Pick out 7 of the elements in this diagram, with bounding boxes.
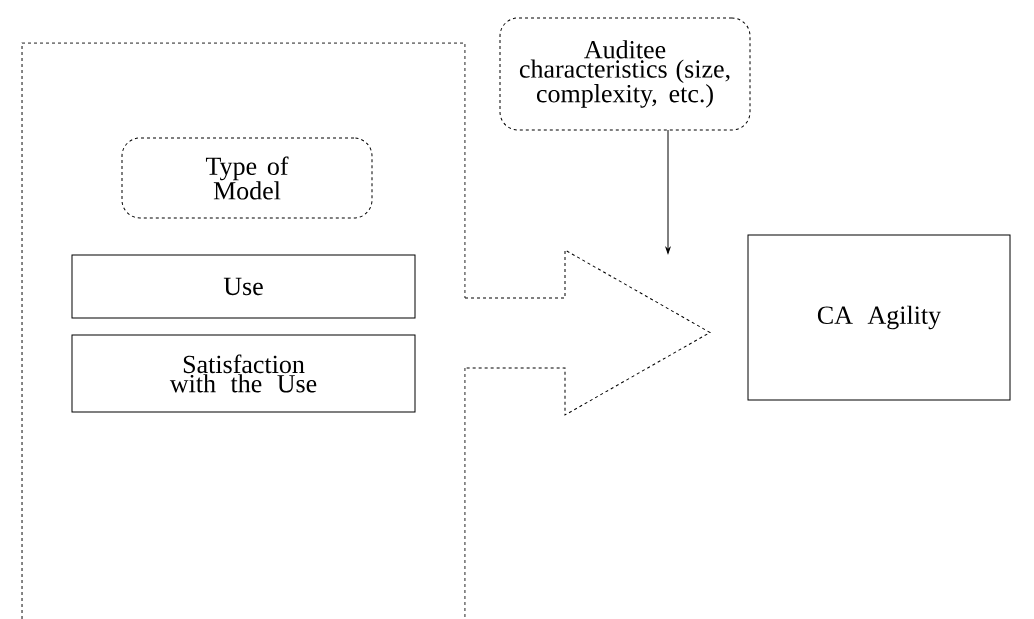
dashed-panel xyxy=(21,42,466,619)
rounded-box: Auditee characteristics (size, complexity, etc.) xyxy=(499,17,751,131)
process-box: CA Agility xyxy=(747,234,1011,401)
process-box: Satisfaction with the Use xyxy=(71,334,416,413)
rounded-box: Type of Model xyxy=(121,137,373,219)
process-box: Use xyxy=(71,254,416,319)
arrow xyxy=(665,129,671,254)
